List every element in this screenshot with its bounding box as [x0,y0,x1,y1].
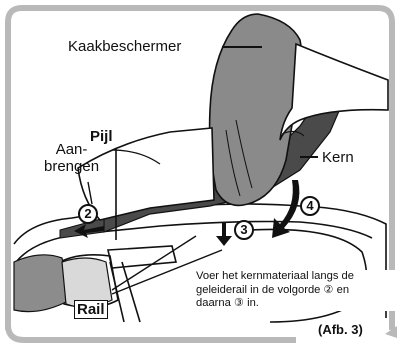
step-4-badge: 4 [300,196,320,216]
jaw-guard-label: Kaakbeschermer [68,38,181,55]
rail-label: Rail [74,300,108,319]
arrow-step4 [272,180,299,238]
core-label: Kern [322,149,354,166]
frame-corner [8,325,296,340]
instruction-note: Voer het kernmateriaal langs de geleider… [196,270,396,311]
step-3-badge: 3 [234,220,254,240]
leader-rail-1 [112,236,196,290]
hand-right [280,44,388,140]
step-2-badge: 2 [78,204,98,224]
figure-reference: (Afb. 3) [318,322,363,337]
arrow-step3 [216,222,232,246]
attach-label: Aan- brengen [44,141,99,175]
